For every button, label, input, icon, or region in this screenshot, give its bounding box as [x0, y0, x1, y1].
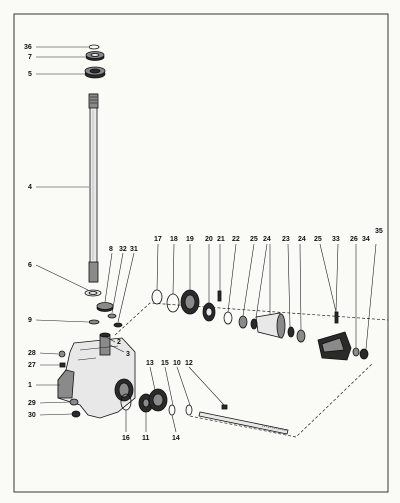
- label-26: 26: [350, 236, 358, 243]
- label-9: 9: [28, 317, 32, 324]
- part-25-seal-b: [296, 329, 306, 343]
- label-34: 34: [362, 236, 370, 243]
- label-22: 22: [232, 236, 240, 243]
- leader-lines: [35, 46, 377, 433]
- label-7: 7: [28, 54, 32, 61]
- label-31: 31: [130, 246, 138, 253]
- label-10: 10: [173, 360, 181, 367]
- part-10-propeller-shaft: [198, 411, 289, 435]
- part-17-ring: [151, 289, 163, 305]
- part-35-nut: [359, 348, 369, 360]
- part-13-forward-gear: [148, 388, 168, 412]
- label-6: 6: [28, 262, 32, 269]
- part-24-ring-a: [250, 318, 258, 330]
- part-30-screw: [71, 410, 81, 418]
- label-11: 11: [142, 435, 150, 442]
- label-33: 33: [332, 236, 340, 243]
- part-34-washer: [352, 347, 360, 357]
- label-1: 1: [28, 382, 32, 389]
- label-35: 35: [375, 228, 383, 235]
- label-2: 2: [117, 339, 121, 346]
- label-36: 36: [24, 44, 32, 51]
- label-18: 18: [170, 236, 178, 243]
- label-32: 32: [119, 246, 127, 253]
- label-19: 19: [186, 236, 194, 243]
- part-4-drive-shaft: [88, 93, 99, 283]
- label-8: 8: [109, 246, 113, 253]
- label-5: 5: [28, 71, 32, 78]
- part-33-propeller: [317, 331, 352, 361]
- label-30: 30: [28, 412, 36, 419]
- part-26-pin: [334, 311, 339, 324]
- label-20: 20: [205, 236, 213, 243]
- part-32-washer: [107, 313, 117, 319]
- label-17: 17: [154, 236, 162, 243]
- label-16: 16: [122, 435, 130, 442]
- part-8-pinion-gear: [96, 302, 114, 312]
- part-12-pin: [221, 404, 228, 410]
- part-27-screw: [59, 362, 66, 368]
- label-23: 23: [282, 236, 290, 243]
- label-15: 15: [161, 360, 169, 367]
- part-23-bearing-carrier: [255, 312, 286, 339]
- part-9-washer: [88, 319, 100, 325]
- part-25-seal-a: [238, 315, 248, 329]
- part-14-ring: [168, 404, 176, 416]
- part-19-bearing: [180, 289, 200, 315]
- part-28-plug: [58, 350, 66, 358]
- label-21: 21: [217, 236, 225, 243]
- part-24-ring-b: [287, 326, 295, 338]
- part-22-washer: [223, 311, 233, 325]
- assembly-line-upper: [114, 302, 389, 336]
- label-24-a: 24: [263, 236, 271, 243]
- label-14: 14: [172, 435, 180, 442]
- page-frame: [13, 13, 389, 493]
- label-4: 4: [28, 184, 32, 191]
- label-24-b: 24: [298, 236, 306, 243]
- assembly-line-lower: [189, 363, 373, 438]
- label-29: 29: [28, 400, 36, 407]
- part-29-plug: [69, 398, 79, 406]
- part-6-shaft-seal: [84, 289, 102, 297]
- label-13: 13: [146, 360, 154, 367]
- part-1-gear-housing: [57, 332, 136, 419]
- label-27: 27: [28, 362, 36, 369]
- label-25-b: 25: [314, 236, 322, 243]
- label-28: 28: [28, 350, 36, 357]
- label-25-a: 25: [250, 236, 258, 243]
- label-12: 12: [185, 360, 193, 367]
- part-20-reverse-gear: [202, 302, 216, 322]
- part-15-ring: [185, 404, 193, 416]
- part-31-nut: [113, 322, 123, 328]
- label-3: 3: [126, 351, 130, 358]
- part-18-shim: [166, 293, 180, 313]
- part-5-bearing: [84, 66, 106, 79]
- part-21-pin: [217, 290, 222, 302]
- part-36-ring: [88, 44, 100, 50]
- part-7-seal: [85, 51, 105, 61]
